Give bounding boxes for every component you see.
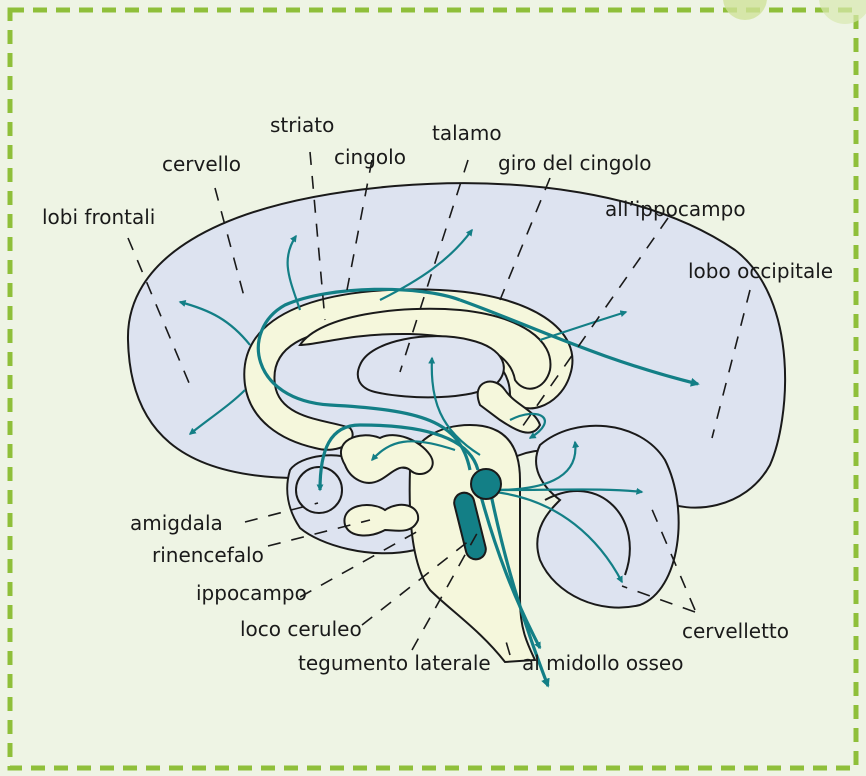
- label-lobi-frontali: lobi frontali: [42, 205, 155, 229]
- locus-coeruleus-nucleus: [471, 469, 501, 499]
- label-all-ippocampo: all’ippocampo: [605, 197, 746, 221]
- cerebellum: [536, 426, 679, 608]
- hippocampus-fold: [344, 505, 418, 536]
- label-tegumento-laterale: tegumento laterale: [298, 651, 491, 675]
- label-giro-del-cingolo: giro del cingolo: [498, 151, 652, 175]
- label-cervello: cervello: [162, 152, 241, 176]
- label-loco-ceruleo: loco ceruleo: [240, 617, 362, 641]
- label-cervelletto: cervelletto: [682, 619, 789, 643]
- label-amigdala: amigdala: [130, 511, 223, 535]
- label-cingolo: cingolo: [334, 145, 406, 169]
- label-ippocampo: ippocampo: [196, 581, 307, 605]
- label-striato: striato: [270, 113, 334, 137]
- label-talamo: talamo: [432, 121, 502, 145]
- label-al-midollo-osseo: al midollo osseo: [522, 651, 683, 675]
- label-rinencefalo: rinencefalo: [152, 543, 264, 567]
- label-lobo-occipitale: lobo occipitale: [688, 259, 833, 283]
